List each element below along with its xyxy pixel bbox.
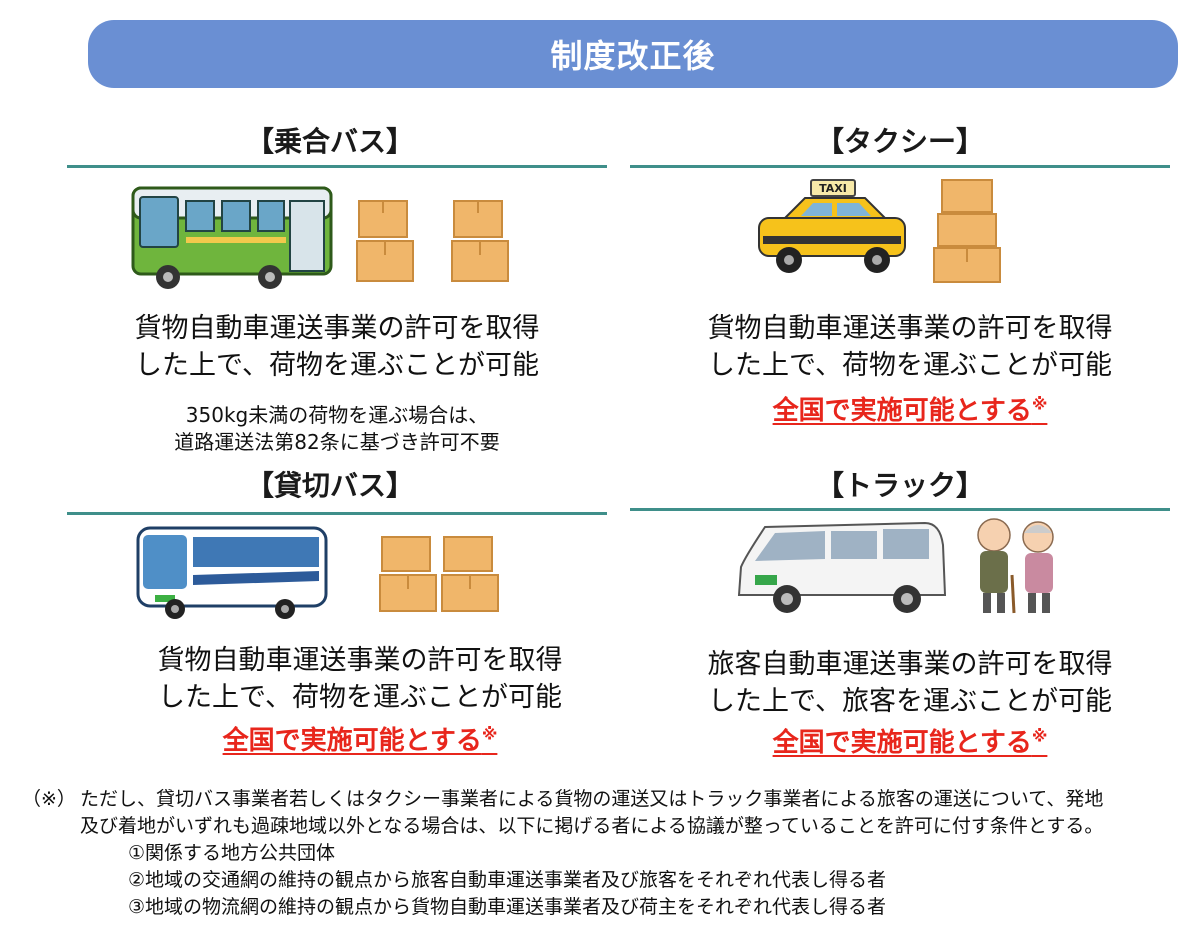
charter-bus-highlight: 全国で実施可能とする※ [90,720,630,757]
parcel-boxes-icon [441,536,499,612]
taxi-highlight: 全国で実施可能とする※ [640,390,1180,427]
taxi-line1: 貨物自動車運送事業の許可を取得 [707,313,1113,344]
charter-bus-line2: した上で、荷物を運ぶことが可能 [158,682,562,713]
route-bus-divider [67,165,607,168]
charter-bus-divider [67,512,607,515]
taxi-note-mark: ※ [1031,394,1048,414]
charter-bus-note-mark: ※ [481,724,498,744]
footnote-lead: （※） ただし、貸切バス事業者若しくはタクシー事業者による貨物の運送又はトラック… [22,786,1192,813]
truck-title: 【トラック】 [815,469,984,502]
charter-bus-line1: 貨物自動車運送事業の許可を取得 [157,645,563,676]
footnote: （※） ただし、貸切バス事業者若しくはタクシー事業者による貨物の運送又はトラック… [22,786,1192,921]
parcel-boxes-icon [356,200,414,282]
route-bus-note2: 道路運送法第82条に基づき許可不要 [174,430,500,454]
taxi-divider [630,165,1170,168]
truck-line2: した上で、旅客を運ぶことが可能 [708,686,1112,717]
parcel-boxes-icon [379,536,437,612]
charter-bus-illustration [136,526,328,619]
taxi-illustration: TAXI [758,179,906,273]
taxi-highlight-text: 全国で実施可能とする [772,396,1032,426]
parcel-boxes-icon [451,200,509,282]
truck-highlight-text: 全国で実施可能とする [772,728,1032,758]
truck-highlight: 全国で実施可能とする※ [640,722,1180,759]
taxi-sign-text: TAXI [819,182,847,195]
charter-bus-title: 【貸切バス】 [245,469,414,502]
route-bus-line1: 貨物自動車運送事業の許可を取得 [134,313,540,344]
route-bus-title: 【乗合バス】 [245,125,414,158]
minivan-illustration [737,521,947,613]
taxi-line2: した上で、荷物を運ぶことが可能 [708,350,1112,381]
charter-bus-highlight-text: 全国で実施可能とする [222,726,482,756]
footnote-item: ②地域の交通網の維持の観点から旅客自動車運送事業者及び旅客をそれぞれ代表し得る者 [128,869,887,891]
truck-note-mark: ※ [1031,726,1048,746]
footnote-item: ①関係する地方公共団体 [128,842,336,864]
footnote-line1: ただし、貸切バス事業者若しくはタクシー事業者による貨物の運送又はトラック事業者に… [80,788,1104,810]
taxi-title: 【タクシー】 [815,125,984,158]
truck-line1: 旅客自動車運送事業の許可を取得 [707,649,1113,680]
route-bus-line2: した上で、荷物を運ぶことが可能 [135,350,539,381]
page-banner: 制度改正後 [88,20,1178,88]
footnote-item: ③地域の物流網の維持の観点から貨物自動車運送事業者及び荷主をそれぞれ代表し得る者 [128,896,887,918]
route-bus-note1: 350kg未満の荷物を運ぶ場合は、 [185,403,489,427]
footnote-line2: 及び着地がいずれも過疎地域以外となる場合は、以下に掲げる者による協議が整っている… [80,815,1104,837]
elderly-couple-illustration [977,518,1054,614]
truck-divider [630,508,1170,511]
footnote-mark: （※） [22,788,76,810]
route-bus-illustration [131,186,333,289]
parcel-boxes-icon [933,179,1001,283]
